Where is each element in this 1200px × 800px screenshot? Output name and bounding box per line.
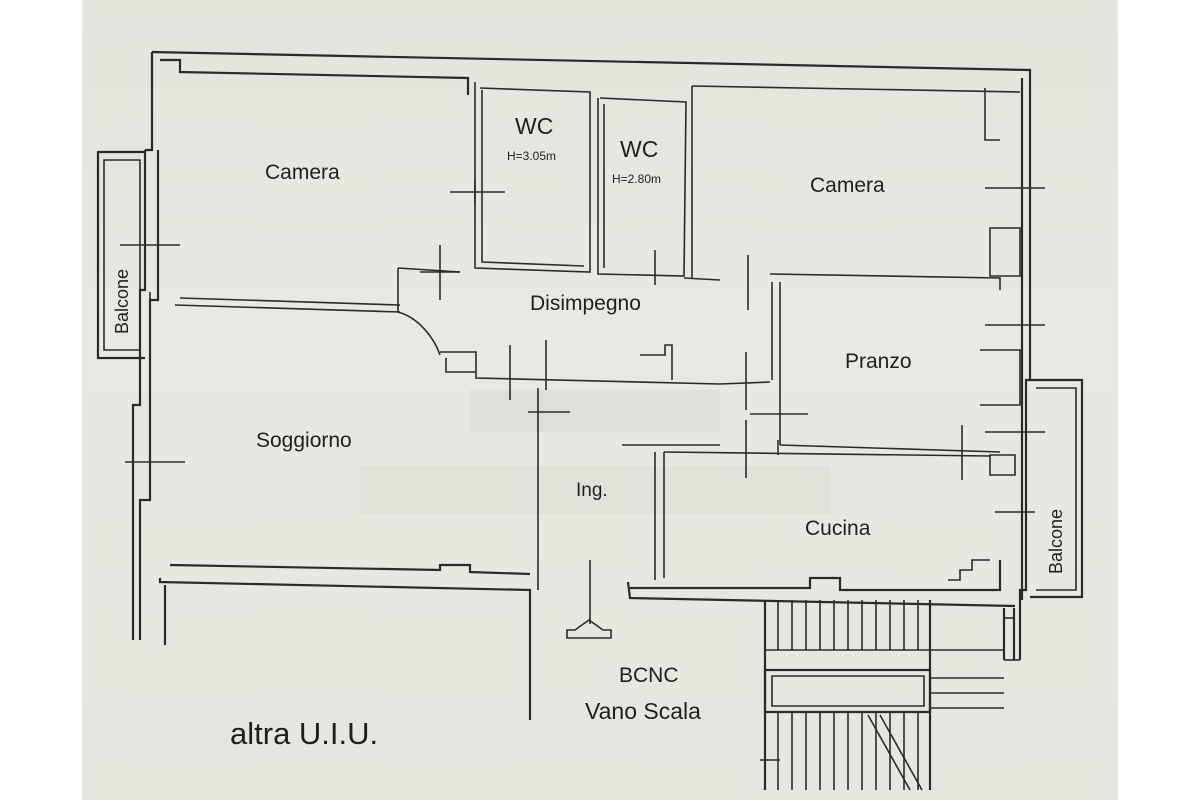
balcony-left	[96, 150, 145, 360]
outer-walls	[131, 50, 1032, 720]
label-altra-uiu: altra U.I.U.	[230, 716, 378, 751]
entrance-arrow	[566, 560, 612, 639]
label-bcnc: BCNC	[619, 664, 679, 687]
staircase	[760, 600, 1020, 791]
label-camera-left: Camera	[265, 161, 340, 184]
floor-plan-sheet	[82, 0, 1118, 800]
label-ingresso: Ing.	[576, 480, 608, 501]
left-margin	[0, 0, 82, 800]
background-stamp	[360, 390, 830, 514]
label-pranzo: Pranzo	[845, 350, 912, 373]
label-wc-right: WC	[620, 136, 658, 162]
label-soggiorno: Soggiorno	[256, 429, 352, 452]
door-ticks	[120, 180, 1045, 513]
interior-walls	[174, 82, 1021, 590]
label-disimpegno: Disimpegno	[530, 292, 641, 315]
label-vano-scala: Vano Scala	[585, 698, 701, 724]
right-margin	[1118, 0, 1200, 800]
label-wc-left-height: H=3.05m	[507, 149, 556, 163]
label-balcone-left: Balcone	[112, 269, 132, 334]
label-wc-left: WC	[515, 113, 553, 139]
balcony-right	[1030, 378, 1084, 599]
label-balcone-right: Balcone	[1046, 509, 1066, 574]
label-camera-right: Camera	[810, 174, 885, 197]
label-wc-right-height: H=2.80m	[612, 172, 661, 186]
label-cucina: Cucina	[805, 517, 871, 540]
